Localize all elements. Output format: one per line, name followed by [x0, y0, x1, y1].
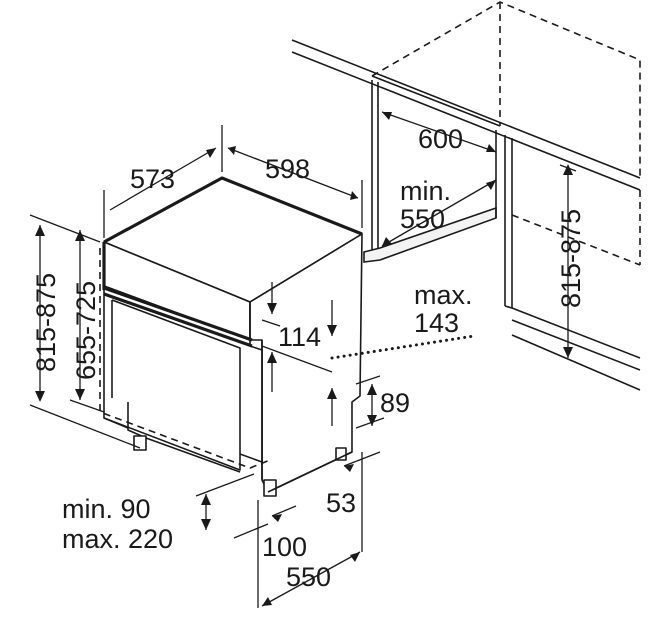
label-100: 100: [262, 532, 307, 562]
worktop-niche: [291, 1, 641, 391]
label-max: max.: [414, 280, 473, 310]
label-600: 600: [418, 124, 463, 154]
label-niche-min: min.: [400, 176, 451, 206]
dishwasher-body: [99, 176, 363, 497]
label-min-90: min. 90: [62, 494, 151, 524]
label-89: 89: [380, 388, 410, 418]
label-niche-550: 550: [400, 204, 445, 234]
label-598: 598: [265, 154, 310, 184]
label-max-220: max. 220: [62, 524, 173, 554]
dimension-labels: 573 598 815-875 655-725 600 min. 550 815…: [31, 124, 586, 592]
label-550: 550: [286, 562, 331, 592]
label-815-875-right: 815-875: [556, 209, 586, 308]
label-815-875-left: 815-875: [31, 273, 61, 372]
dimension-lines: [29, 111, 577, 608]
label-143: 143: [414, 308, 459, 338]
label-655-725: 655-725: [71, 281, 101, 380]
label-573: 573: [130, 164, 175, 194]
label-114: 114: [278, 322, 321, 352]
label-53: 53: [326, 488, 356, 518]
